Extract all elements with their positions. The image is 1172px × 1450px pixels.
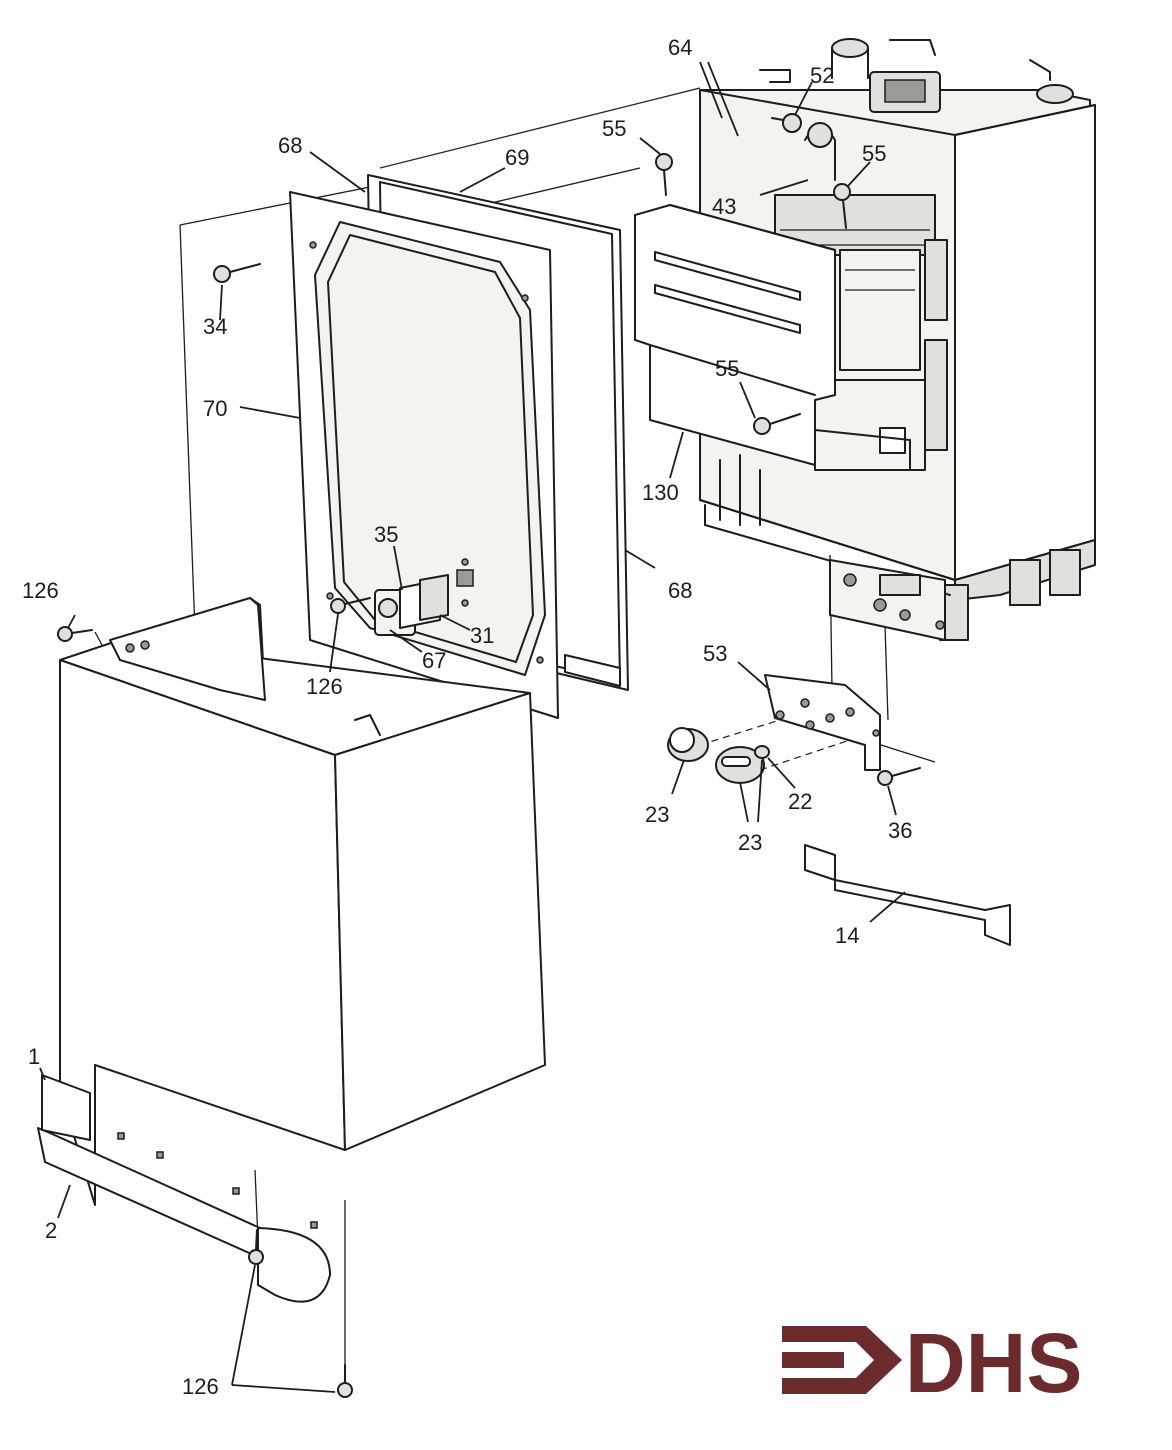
control-knobs [667, 727, 770, 784]
label-p43: 43 [712, 194, 736, 219]
screw-55-right-icon [833, 183, 851, 229]
screw-126-panel-icon [330, 597, 371, 614]
gasket-68 [564, 654, 621, 687]
facia-bracket-53 [764, 674, 881, 771]
mounting-bar-14 [804, 844, 1011, 946]
logo-arrow-icon [782, 1326, 902, 1394]
label-p52: 52 [810, 63, 834, 88]
label-p23-left: 23 [645, 802, 669, 827]
label-p55-right: 55 [862, 141, 886, 166]
leader-lines [39, 61, 906, 1393]
label-p2: 2 [45, 1218, 57, 1243]
label-p70: 70 [203, 396, 227, 421]
outer-casing [59, 597, 546, 1229]
label-p64: 64 [668, 35, 692, 60]
label-p35: 35 [374, 522, 398, 547]
screws [57, 113, 921, 1398]
label-p68-top: 68 [278, 133, 302, 158]
control-panel-cover [634, 204, 836, 466]
label-p23-right: 23 [738, 830, 762, 855]
label-p55-panel: 55 [715, 356, 739, 381]
label-p36: 36 [888, 818, 912, 843]
screw-126-bottom-b-icon [337, 1364, 353, 1398]
label-p31: 31 [470, 623, 494, 648]
dhs-logo: DHS [782, 1316, 1082, 1410]
front-panel-70 [289, 191, 559, 719]
label-p126-panel: 126 [306, 674, 343, 699]
screw-55-top-icon [655, 153, 673, 196]
label-p126-bottom: 126 [182, 1374, 219, 1399]
screw-126-left-icon [57, 626, 93, 642]
label-p126-left: 126 [22, 578, 59, 603]
label-p68-bottom: 68 [668, 578, 692, 603]
label-p67: 67 [422, 648, 446, 673]
screw-36-icon [877, 767, 921, 786]
label-p1: 1 [28, 1044, 40, 1069]
screw-126-bottom-a-icon [248, 1229, 264, 1265]
label-p55-top: 55 [602, 116, 626, 141]
part-labels: 68 69 34 70 35 31 67 68 126 126 64 52 55… [22, 35, 912, 1399]
screw-34-icon [213, 263, 261, 283]
label-p69: 69 [505, 145, 529, 170]
screw-52-icon [771, 113, 802, 133]
screw-55-panel-icon [753, 413, 801, 435]
logo-text: DHS [905, 1316, 1082, 1410]
label-p14: 14 [835, 923, 859, 948]
label-p34: 34 [203, 314, 227, 339]
label-p22: 22 [788, 789, 812, 814]
front-trim [37, 1074, 331, 1303]
label-p130: 130 [642, 480, 679, 505]
label-p53: 53 [703, 641, 727, 666]
